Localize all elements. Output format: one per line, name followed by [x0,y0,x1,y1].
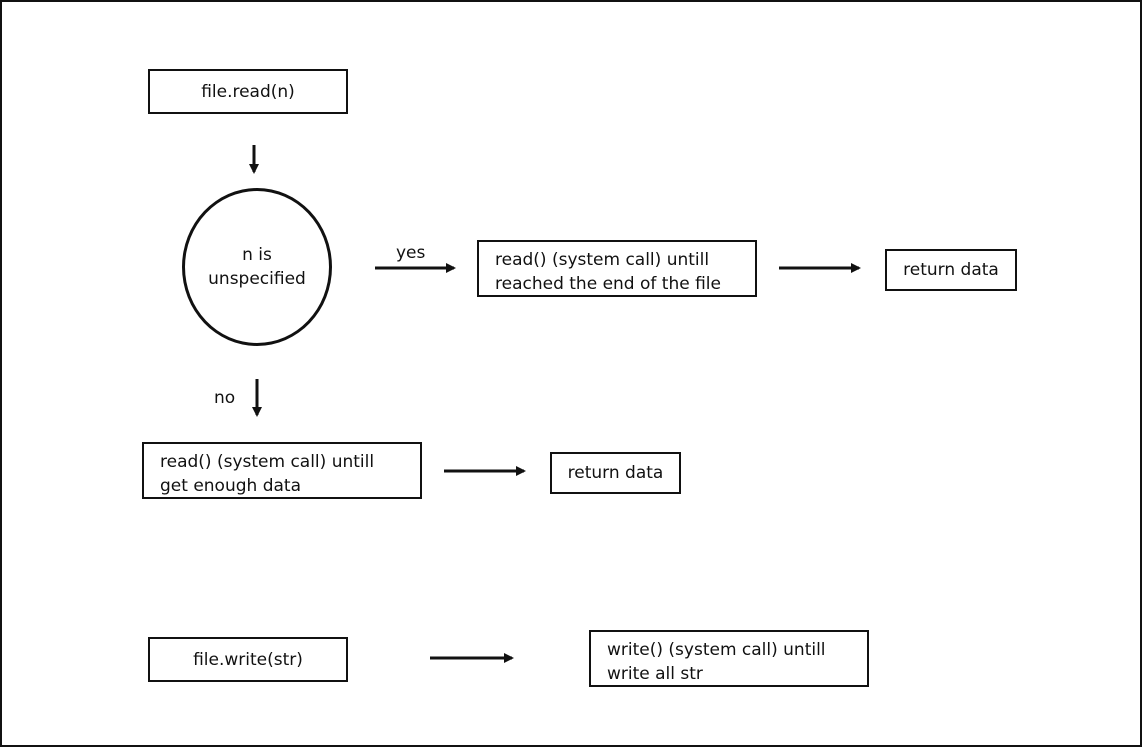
start-write-box: file.write(str) [148,637,348,682]
decision-line-1: n is [242,245,272,265]
read-until-enough-box: read() (system call) untill get enough d… [142,442,422,499]
read-until-eof-line-2: reached the end of the file [495,274,721,294]
return-data-top-box: return data [885,249,1017,291]
no-label: no [214,388,236,408]
start-read-label: file.read(n) [201,81,295,102]
start-write-label: file.write(str) [193,649,303,670]
read-until-eof-box: read() (system call) untill reached the … [477,240,757,297]
return-data-bottom-label: return data [567,463,664,483]
decision-line-2: unspecified [208,269,306,289]
write-process-line-1: write() (system call) untill [607,640,826,660]
read-until-enough-line-1: read() (system call) untill [160,452,375,472]
read-until-enough-line-2: get enough data [160,476,301,496]
write-process-line-2: write all str [607,664,703,684]
return-data-bottom-box: return data [550,452,681,494]
yes-label: yes [396,243,426,263]
decision-n-unspecified: n is unspecified [182,188,332,346]
start-read-box: file.read(n) [148,69,348,114]
read-until-eof-line-1: read() (system call) untill [495,250,710,270]
return-data-top-label: return data [903,260,999,280]
write-process-box: write() (system call) untill write all s… [589,630,869,687]
